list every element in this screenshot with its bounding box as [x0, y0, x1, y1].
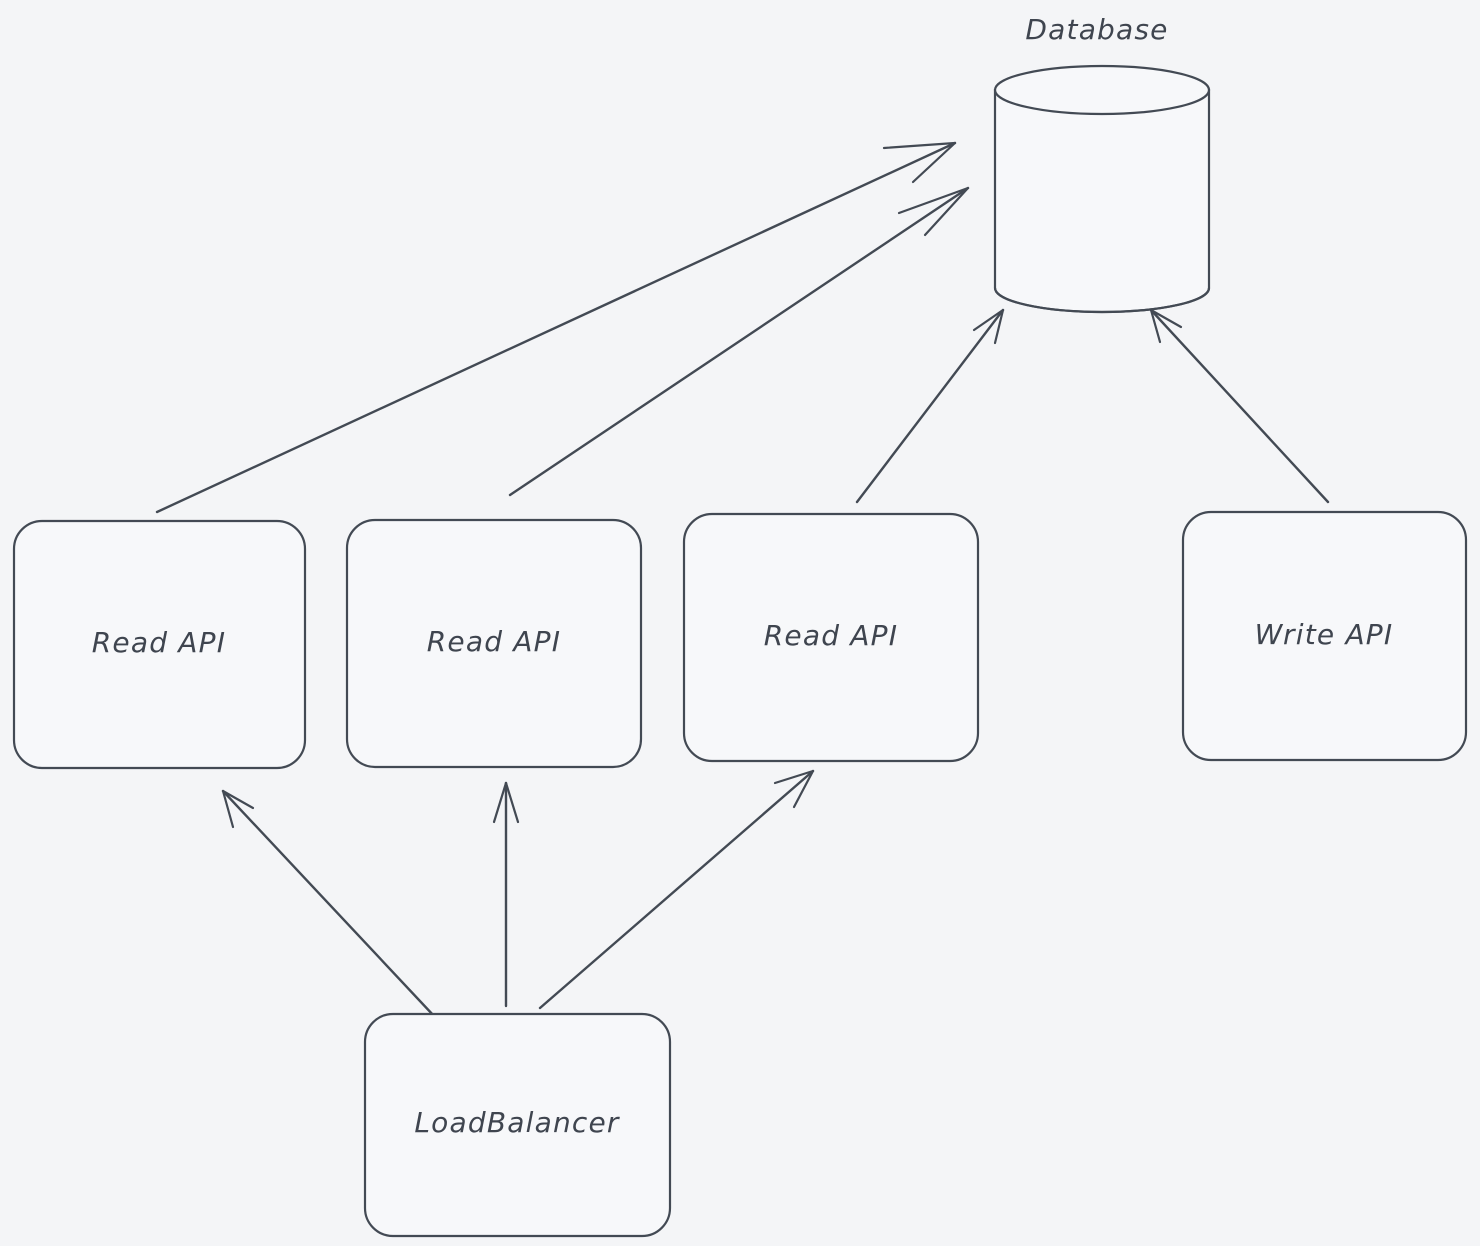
node-read-api-2[interactable]: Read API — [345, 518, 643, 769]
database-cylinder-bottom-arc — [993, 286, 1211, 314]
database-label: Database — [1025, 13, 1168, 46]
node-read-api-1-label: Read API — [92, 626, 226, 659]
edge-loadbalancer-to-read1[interactable] — [221, 789, 436, 1018]
node-write-api-shape[interactable] — [1181, 510, 1468, 762]
node-database[interactable]: Database — [993, 13, 1211, 314]
database-cylinder-top[interactable] — [993, 64, 1211, 116]
edge-loadbalancer-to-read2[interactable] — [492, 781, 520, 1008]
node-load-balancer-shape[interactable] — [363, 1012, 672, 1238]
edge-read2-to-database[interactable] — [508, 186, 970, 497]
node-read-api-3-shape[interactable] — [682, 512, 980, 763]
node-read-api-2-shape[interactable] — [345, 518, 643, 769]
node-read-api-2-label: Read API — [427, 625, 561, 658]
edge-loadbalancer-to-read3[interactable] — [538, 769, 815, 1010]
database-cylinder-body[interactable] — [993, 88, 1211, 314]
node-write-api[interactable]: Write API — [1181, 510, 1468, 762]
node-read-api-3[interactable]: Read API — [682, 512, 980, 763]
node-write-api-label: Write API — [1255, 618, 1394, 651]
edge-write-to-database[interactable] — [1149, 308, 1330, 504]
node-read-api-1-shape[interactable] — [12, 519, 307, 770]
node-read-api-1[interactable]: Read API — [12, 519, 307, 770]
edge-read1-to-database[interactable] — [155, 141, 957, 514]
node-read-api-3-label: Read API — [764, 619, 898, 652]
edge-read3-to-database[interactable] — [855, 308, 1005, 504]
node-load-balancer-label: LoadBalancer — [414, 1106, 620, 1139]
node-load-balancer[interactable]: LoadBalancer — [363, 1012, 672, 1238]
